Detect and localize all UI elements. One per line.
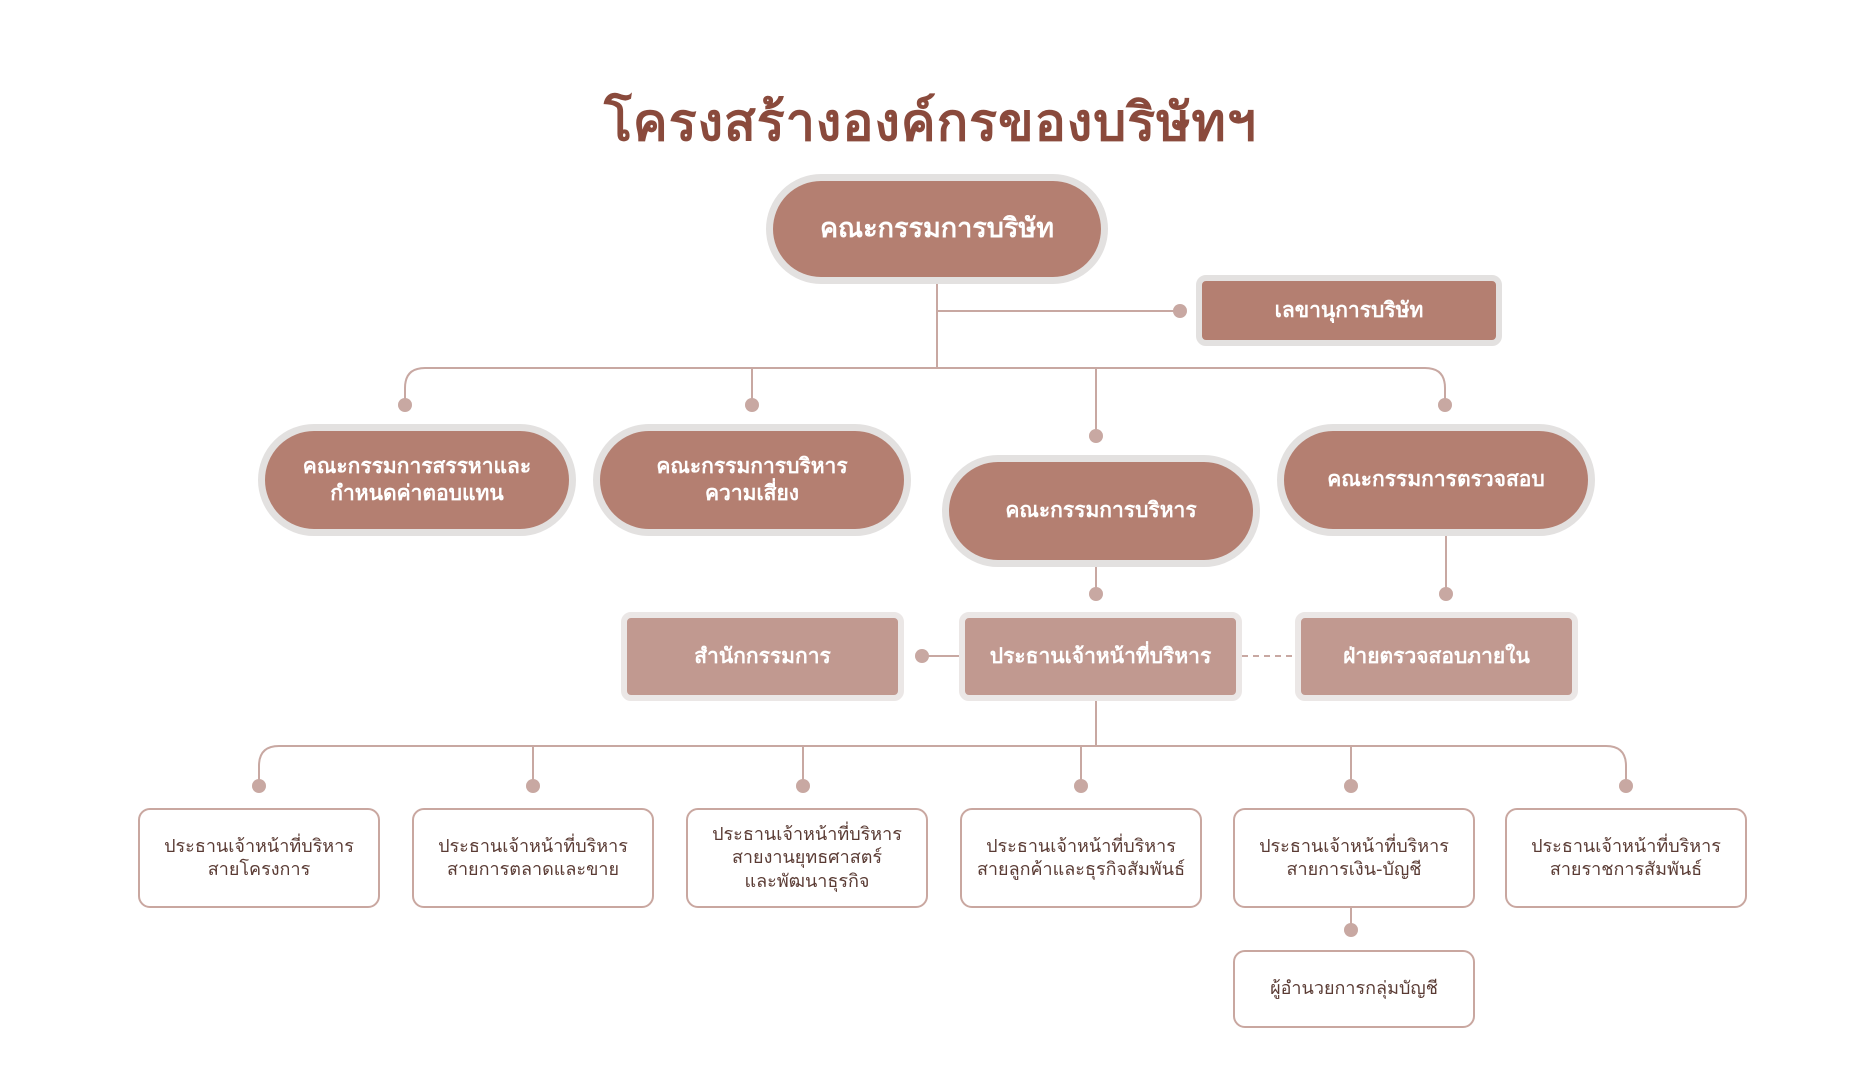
risk-management-committee-node: คณะกรรมการบริหาร ความเสี่ยง: [593, 424, 911, 536]
internal-audit-node: ฝ่ายตรวจสอบภายใน: [1295, 612, 1578, 701]
nomination-remuneration-committee-node: คณะกรรมการสรรหาและ กำหนดค่าตอบแทน: [258, 424, 576, 536]
cxo-marketing-sales-node: ประธานเจ้าหน้าที่บริหาร สายการตลาดและขาย: [412, 808, 654, 908]
cxo-strategy-node: ประธานเจ้าหน้าที่บริหาร สายงานยุทธศาสตร์…: [686, 808, 928, 908]
connector-line-11: [258, 745, 1627, 786]
connector-dot-9: [252, 779, 266, 793]
connector-dot-14: [1619, 779, 1633, 793]
connector-dot-10: [526, 779, 540, 793]
cxo-government-relations-node: ประธานเจ้าหน้าที่บริหาร สายราชการสัมพันธ…: [1505, 808, 1747, 908]
audit-committee-node: คณะกรรมการตรวจสอบ: [1277, 424, 1595, 536]
connector-line-3: [404, 367, 1446, 405]
cxo-customer-relations-node: ประธานเจ้าหน้าที่บริหาร สายลูกค้าและธุรก…: [960, 808, 1202, 908]
connector-dot-11: [796, 779, 810, 793]
accounting-director-node: ผู้อำนวยการกลุ่มบัญชี: [1233, 950, 1475, 1028]
company-secretary-node: เลขานุการบริษัท: [1196, 275, 1502, 346]
ceo-node: ประธานเจ้าหน้าที่บริหาร: [959, 612, 1242, 701]
executive-committee-node: คณะกรรมการบริหาร: [942, 455, 1260, 567]
board-of-directors-node: คณะกรรมการบริษัท: [766, 174, 1108, 284]
page-title: โครงสร้างองค์กรของบริษัทฯ: [604, 93, 1257, 153]
cxo-finance-accounting-node: ประธานเจ้าหน้าที่บริหาร สายการเงิน-บัญชี: [1233, 808, 1475, 908]
connector-dot-13: [1344, 779, 1358, 793]
connector-dot-15: [1344, 923, 1358, 937]
connector-dot-3: [745, 398, 759, 412]
connector-dot-12: [1074, 779, 1088, 793]
connector-dot-4: [1089, 429, 1103, 443]
connector-dot-8: [915, 649, 929, 663]
connector-dot-5: [1438, 398, 1452, 412]
connector-dot-7: [1439, 587, 1453, 601]
connector-dot-6: [1089, 587, 1103, 601]
board-office-node: สำนักกรรมการ: [621, 612, 904, 701]
connector-dot-2: [398, 398, 412, 412]
cxo-projects-node: ประธานเจ้าหน้าที่บริหาร สายโครงการ: [138, 808, 380, 908]
connector-dot-1: [1173, 304, 1187, 318]
